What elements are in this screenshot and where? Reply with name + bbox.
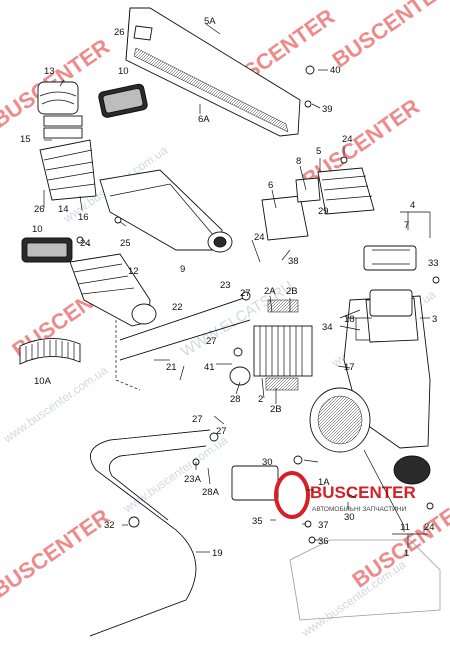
bracket-6-8 [261, 177, 321, 241]
tubes-21-22 [115, 295, 251, 391]
callout-24: 24 [254, 232, 265, 243]
callout-17: 17 [344, 362, 355, 373]
callout-35: 35 [252, 516, 263, 527]
callout-14: 14 [58, 204, 69, 215]
callout-9: 9 [180, 264, 185, 275]
callout-19: 19 [212, 548, 223, 559]
watermark-brand: BUSCENTER [328, 0, 450, 73]
leader-lines [43, 23, 431, 553]
callout-16: 16 [78, 212, 89, 223]
watermark-brand: BUSCENTER [0, 504, 114, 603]
callout-41: 41 [204, 362, 215, 373]
callout-5A: 5A [204, 16, 216, 27]
callout-24: 24 [342, 134, 353, 145]
callout-11: 11 [400, 522, 410, 533]
callout-23A: 23A [184, 474, 202, 485]
callout-15: 15 [20, 134, 31, 145]
callout-40: 40 [330, 65, 341, 76]
callout-3: 3 [432, 314, 437, 325]
callout-1A: 1A [318, 477, 330, 488]
callout-labels: 5A 26 6A 40 39 24 13 10 15 26 14 16 25 1… [20, 16, 439, 559]
callout-22: 22 [172, 302, 183, 313]
callout-27: 27 [216, 426, 227, 437]
filter-10-lower [21, 237, 73, 263]
callout-2A: 2A [264, 286, 276, 297]
logo-tagline: АВТОМОБІЛЬНІ ЗАПЧАСТИНИ [312, 506, 407, 513]
watermark-site: www.buscenter.com.ua [0, 363, 110, 446]
callout-33: 33 [428, 258, 439, 269]
logo-mark [274, 471, 310, 519]
callout-6A: 6A [198, 114, 210, 125]
flap-5 [317, 167, 375, 215]
callout-30: 30 [344, 512, 355, 523]
buscenter-logo: BUSCENTER АВТОМОБІЛЬНІ ЗАПЧАСТИНИ [274, 471, 441, 621]
callout-2: 2 [258, 394, 263, 405]
callout-12: 12 [128, 266, 139, 277]
callout-36: 36 [318, 536, 329, 547]
callout-32: 32 [104, 520, 115, 531]
callout-26: 26 [114, 27, 125, 38]
callout-10A: 10A [34, 376, 52, 387]
callout-5: 5 [316, 146, 321, 157]
fasteners [76, 65, 440, 544]
callout-6: 6 [268, 180, 273, 191]
callout-25: 25 [120, 238, 131, 249]
callout-23: 23 [220, 280, 231, 291]
callout-29: 29 [318, 206, 329, 217]
callout-21: 21 [166, 362, 177, 373]
strip-10A [19, 338, 81, 365]
callout-26: 26 [34, 204, 45, 215]
logo-van [289, 539, 441, 621]
callout-13: 13 [44, 66, 55, 77]
callout-28: 28 [230, 394, 241, 405]
air-duct-left [39, 139, 97, 201]
callout-27: 27 [206, 336, 217, 347]
callout-2B: 2B [286, 286, 298, 297]
callout-28A: 28A [202, 487, 220, 498]
callout-37: 37 [318, 520, 329, 531]
callout-10: 10 [118, 66, 129, 77]
callout-1: 1 [404, 548, 409, 559]
callout-24: 24 [424, 522, 435, 533]
filter-10 [98, 83, 148, 118]
callout-39: 39 [322, 104, 333, 115]
callout-34: 34 [322, 322, 333, 333]
callout-27: 27 [240, 288, 251, 299]
callout-38: 38 [288, 256, 299, 267]
top-beam [125, 7, 301, 137]
callout-27: 27 [192, 414, 203, 425]
watermark-site: www.buscenter.com.ua [120, 433, 230, 516]
callout-30: 30 [262, 457, 273, 468]
logo-brand: BUSCENTER [310, 483, 416, 502]
clip-13 [37, 81, 83, 139]
duct-12 [69, 253, 157, 327]
callout-2B: 2B [270, 404, 282, 415]
blower-assembly [231, 387, 431, 501]
callout-8: 8 [296, 156, 301, 167]
air-duct-center [99, 169, 233, 253]
callout-4: 4 [410, 200, 415, 211]
callout-24: 24 [80, 238, 91, 249]
callout-7: 7 [404, 220, 409, 231]
hose-19 [89, 429, 211, 637]
callout-18: 18 [344, 314, 355, 325]
callout-10: 10 [32, 224, 43, 235]
heater-core-2 [253, 299, 313, 391]
